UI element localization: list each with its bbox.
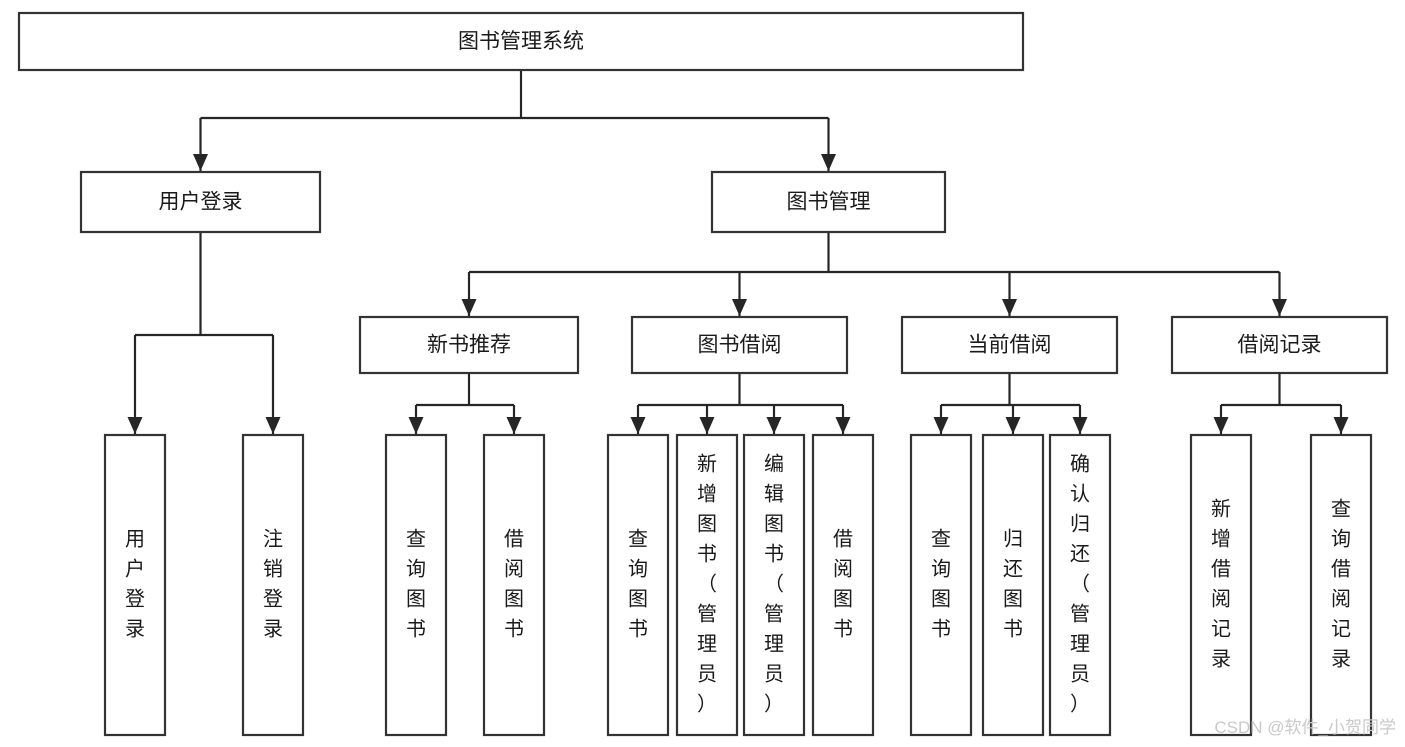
node-label: 借阅图书 bbox=[504, 527, 524, 640]
node-leaf-query-record[interactable]: 查询借阅记录 bbox=[1309, 433, 1373, 737]
arrow-head bbox=[1002, 299, 1017, 316]
node-leaf-borrow-book-1[interactable]: 借阅图书 bbox=[482, 433, 546, 737]
node-new-book-rec[interactable]: 新书推荐 bbox=[358, 315, 580, 375]
node-user-login[interactable]: 用户登录 bbox=[79, 170, 322, 234]
node-label: 查询图书 bbox=[628, 527, 648, 640]
node-box[interactable] bbox=[103, 433, 167, 737]
node-box[interactable] bbox=[710, 170, 947, 234]
arrow-head bbox=[193, 154, 208, 171]
node-label: 编辑图书（管理员） bbox=[764, 452, 784, 715]
node-leaf-add-record[interactable]: 新增借阅记录 bbox=[1189, 433, 1253, 737]
node-book-manage[interactable]: 图书管理 bbox=[710, 170, 947, 234]
arrow-head bbox=[1213, 417, 1229, 434]
node-box[interactable] bbox=[482, 433, 546, 737]
node-leaf-confirm-return[interactable]: 确认归还（管理员） bbox=[1048, 433, 1112, 737]
node-box[interactable] bbox=[241, 433, 305, 737]
node-label: 新书推荐 bbox=[427, 334, 511, 357]
node-label: 新增借阅记录 bbox=[1211, 497, 1231, 670]
arrow-head bbox=[461, 299, 477, 316]
arrow-head bbox=[127, 417, 143, 434]
node-box[interactable] bbox=[811, 433, 875, 737]
arrow-head bbox=[699, 417, 715, 434]
arrow-head bbox=[933, 417, 949, 434]
arrow-head bbox=[506, 417, 522, 434]
node-leaf-return-book[interactable]: 归还图书 bbox=[981, 433, 1045, 737]
csdn-watermark: CSDN @软件_小贺同学 bbox=[1214, 718, 1396, 737]
arrow-head bbox=[766, 417, 782, 434]
node-label: 确认归还（管理员） bbox=[1070, 452, 1090, 715]
arrow-head bbox=[732, 299, 747, 316]
node-label: 新增图书（管理员） bbox=[697, 452, 717, 715]
arrow-head bbox=[1272, 299, 1287, 316]
node-borrow-record[interactable]: 借阅记录 bbox=[1170, 315, 1389, 375]
node-label: 查询借阅记录 bbox=[1331, 497, 1351, 670]
node-box[interactable] bbox=[742, 433, 806, 737]
node-box[interactable] bbox=[358, 315, 580, 375]
node-box[interactable] bbox=[1170, 315, 1389, 375]
arrow-head bbox=[1333, 417, 1349, 434]
node-box[interactable] bbox=[1189, 433, 1253, 737]
node-label: 当前借阅 bbox=[968, 334, 1052, 357]
node-box[interactable] bbox=[606, 433, 670, 737]
node-box[interactable] bbox=[1048, 433, 1112, 737]
arrow-head bbox=[821, 154, 836, 171]
node-leaf-add-book[interactable]: 新增图书（管理员） bbox=[675, 433, 739, 737]
node-leaf-query-book-1[interactable]: 查询图书 bbox=[384, 433, 448, 737]
node-label: 用户登录 bbox=[125, 528, 145, 640]
node-box[interactable] bbox=[675, 433, 739, 737]
arrow-head bbox=[630, 417, 646, 434]
node-label: 图书借阅 bbox=[698, 334, 782, 357]
node-label: 归还图书 bbox=[1003, 527, 1023, 640]
arrow-head bbox=[408, 417, 424, 434]
node-label: 借阅图书 bbox=[833, 527, 853, 640]
node-box[interactable] bbox=[909, 433, 973, 737]
node-label: 查询图书 bbox=[931, 527, 951, 640]
arrow-head bbox=[835, 417, 851, 434]
node-box[interactable] bbox=[384, 433, 448, 737]
node-leaf-query-book-3[interactable]: 查询图书 bbox=[909, 433, 973, 737]
node-leaf-query-book-2[interactable]: 查询图书 bbox=[606, 433, 670, 737]
node-box[interactable] bbox=[1309, 433, 1373, 737]
node-box[interactable] bbox=[900, 315, 1119, 375]
node-label: 图书管理 bbox=[787, 191, 871, 214]
node-label: 用户登录 bbox=[159, 191, 243, 214]
node-current-borrow[interactable]: 当前借阅 bbox=[900, 315, 1119, 375]
node-root[interactable]: 图书管理系统 bbox=[17, 11, 1025, 72]
node-layer: 图书管理系统用户登录图书管理新书推荐图书借阅当前借阅借阅记录用户登录注销登录查询… bbox=[17, 11, 1389, 737]
node-label: 注销登录 bbox=[263, 527, 283, 640]
node-box[interactable] bbox=[630, 315, 849, 375]
connector-layer bbox=[127, 70, 1349, 434]
node-label: 查询图书 bbox=[406, 527, 426, 640]
node-book-borrow[interactable]: 图书借阅 bbox=[630, 315, 849, 375]
arrow-head bbox=[265, 417, 281, 434]
node-label: 借阅记录 bbox=[1238, 334, 1322, 357]
node-box[interactable] bbox=[981, 433, 1045, 737]
node-leaf-borrow-book-2[interactable]: 借阅图书 bbox=[811, 433, 875, 737]
arrow-head bbox=[1005, 417, 1021, 434]
node-box[interactable] bbox=[17, 11, 1025, 72]
node-leaf-edit-book[interactable]: 编辑图书（管理员） bbox=[742, 433, 806, 737]
node-label: 图书管理系统 bbox=[458, 30, 584, 53]
node-box[interactable] bbox=[79, 170, 322, 234]
node-leaf-user-login[interactable]: 用户登录 bbox=[103, 433, 167, 737]
arrow-head bbox=[1072, 417, 1088, 434]
node-leaf-user-logout[interactable]: 注销登录 bbox=[241, 433, 305, 737]
